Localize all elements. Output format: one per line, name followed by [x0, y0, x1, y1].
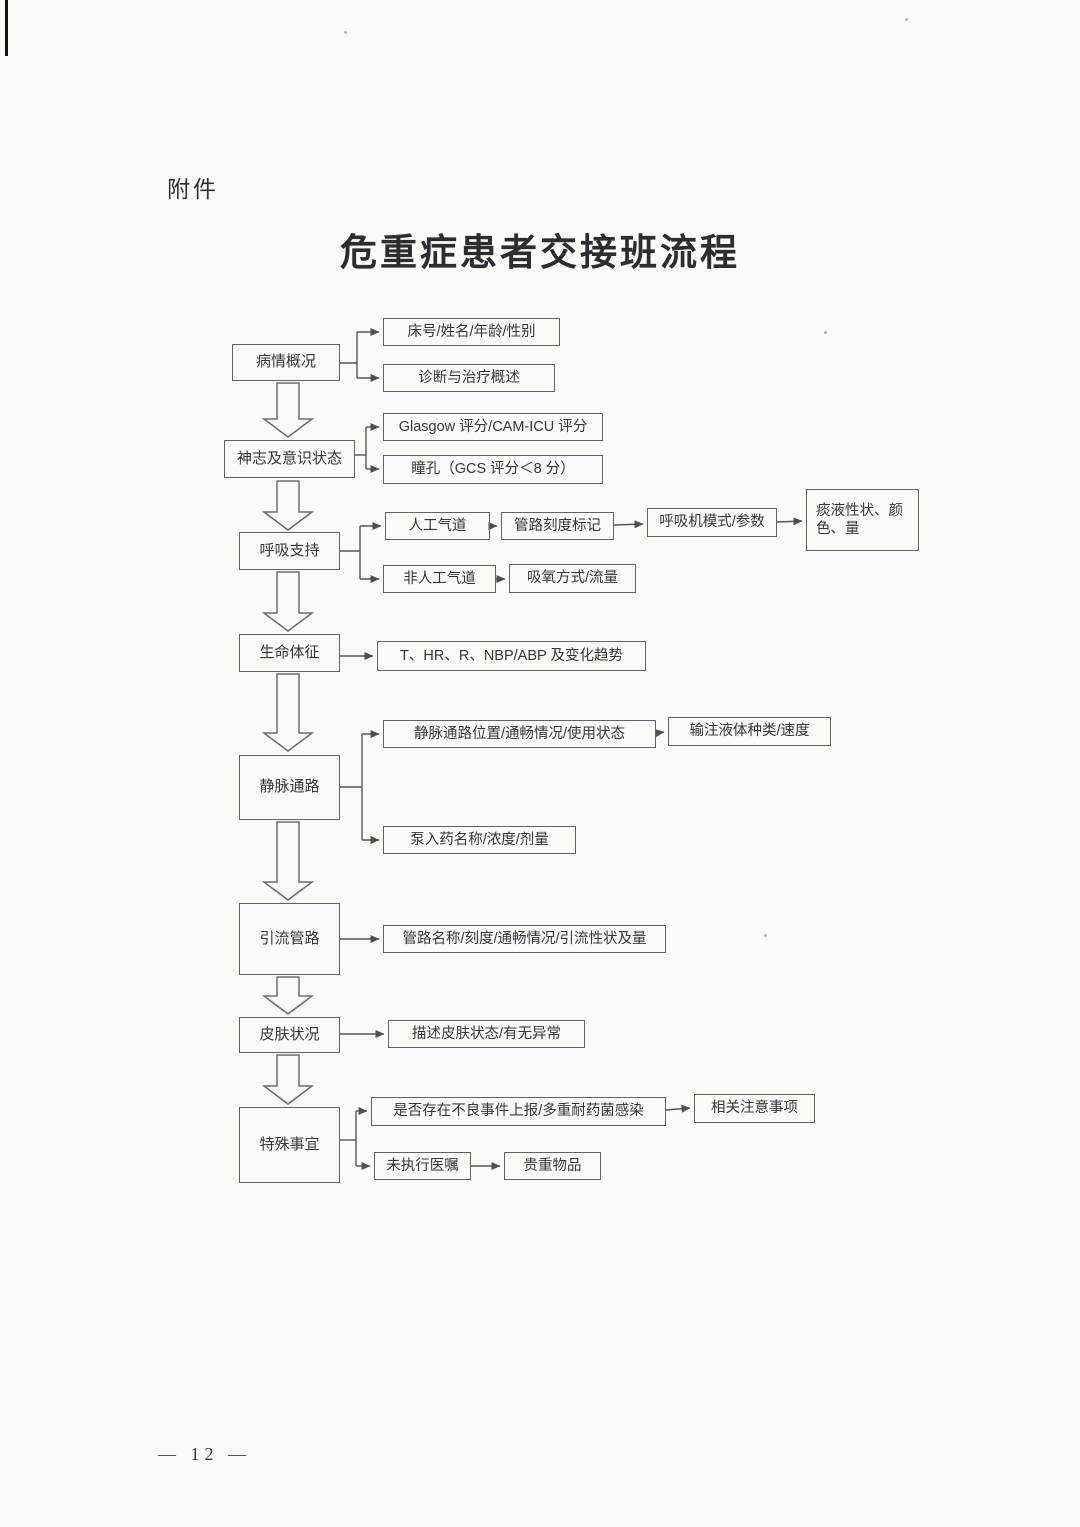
attachment-label: 附件: [167, 176, 219, 202]
detail-box-pupil-gcs: 瞳孔（GCS 评分＜8 分）: [383, 455, 603, 484]
scan-speck: [824, 331, 827, 334]
detail-box-pump-drug: 泵入药名称/浓度/剂量: [383, 826, 576, 854]
page-title: 危重症患者交接班流程: [340, 232, 740, 273]
scan-speck: [893, 515, 895, 517]
detail-box-unexecuted-orders: 未执行医嘱: [374, 1152, 471, 1180]
detail-box-drainage-info: 管路名称/刻度/通畅情况/引流性状及量: [383, 925, 666, 953]
detail-box-ventilator-mode-params: 呼吸机模式/参数: [647, 508, 777, 537]
down-block-arrow: [261, 382, 315, 438]
stage-box-drainage-tubes: 引流管路: [239, 903, 340, 975]
detail-box-vitals-trend: T、HR、R、NBP/ABP 及变化趋势: [377, 641, 646, 671]
stage-box-consciousness: 神志及意识状态: [224, 440, 355, 478]
detail-box-artificial-airway: 人工气道: [385, 512, 490, 540]
detail-box-glasgow-cam-icu: Glasgow 评分/CAM-ICU 评分: [383, 413, 603, 441]
detail-box-diagnosis-treatment: 诊断与治疗概述: [383, 364, 555, 392]
stage-box-vital-signs: 生命体征: [239, 634, 340, 672]
down-block-arrow: [261, 571, 315, 632]
down-block-arrow: [261, 821, 315, 901]
detail-box-iv-site-status: 静脉通路位置/通畅情况/使用状态: [383, 720, 656, 748]
down-block-arrow: [261, 976, 315, 1015]
detail-box-sputum-character: 痰液性状、颜色、量: [806, 489, 919, 551]
detail-box-tube-scale-mark: 管路刻度标记: [501, 512, 614, 540]
detail-box-bed-name-age-gender: 床号/姓名/年龄/性别: [383, 318, 560, 346]
down-block-arrow: [261, 1054, 315, 1105]
detail-box-non-artificial-airway: 非人工气道: [383, 565, 496, 593]
scan-speck: [764, 934, 767, 937]
down-block-arrow: [261, 480, 315, 531]
stage-box-respiratory-support: 呼吸支持: [239, 532, 340, 570]
page-number: — 12 —: [158, 1444, 251, 1464]
down-block-arrows: [261, 382, 315, 1105]
scan-speck: [344, 31, 347, 34]
detail-box-infusion-type-speed: 输注液体种类/速度: [668, 717, 831, 746]
scan-artifact-line: [5, 0, 8, 56]
stage-box-special-matters: 特殊事宜: [239, 1107, 340, 1183]
detail-box-adverse-event: 是否存在不良事件上报/多重耐药菌感染: [371, 1097, 666, 1126]
down-block-arrow: [261, 673, 315, 752]
stage-box-venous-access: 静脉通路: [239, 755, 340, 820]
detail-box-precautions: 相关注意事项: [694, 1094, 815, 1123]
detail-box-skin-describe: 描述皮肤状态/有无异常: [388, 1020, 585, 1048]
stage-box-condition-overview: 病情概况: [232, 344, 340, 381]
detail-box-valuables: 贵重物品: [504, 1152, 601, 1180]
detail-box-oxygen-method-flow: 吸氧方式/流量: [509, 564, 636, 593]
stage-box-skin-condition: 皮肤状况: [239, 1017, 340, 1053]
scan-speck: [905, 18, 908, 21]
